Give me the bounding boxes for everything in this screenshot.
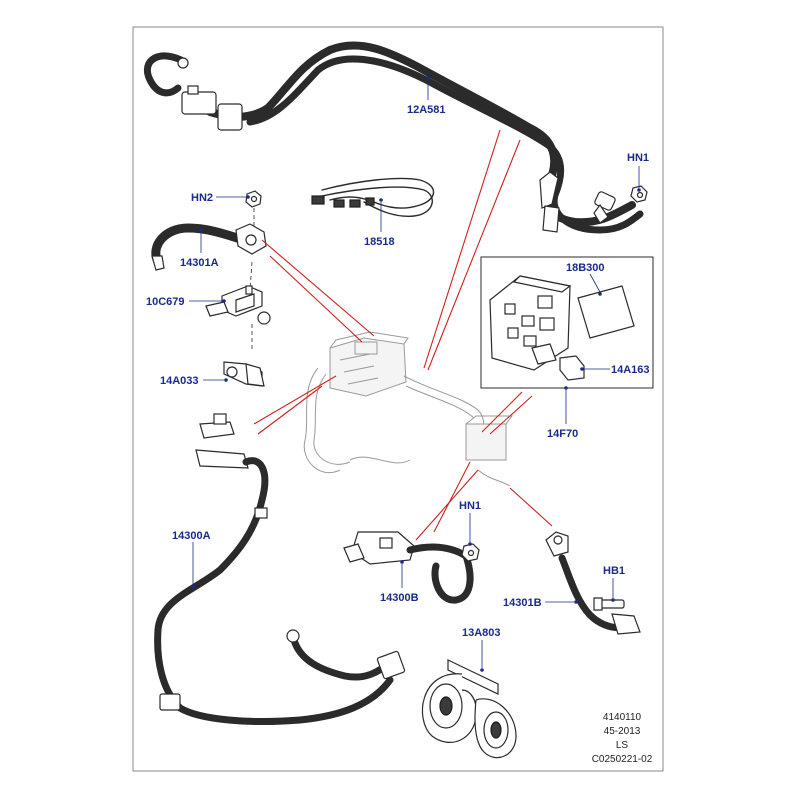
hn2-nut[interactable] bbox=[245, 190, 262, 208]
callout-hn2[interactable]: HN2 bbox=[191, 192, 250, 204]
assembly-axis bbox=[249, 208, 255, 352]
callout-18518[interactable]: 18518 bbox=[364, 198, 395, 248]
footer-line-1: 4140110 bbox=[603, 712, 642, 723]
sensor-10C679[interactable] bbox=[205, 285, 271, 325]
svg-text:14F70: 14F70 bbox=[547, 428, 578, 440]
reference-block: 4140110 45-2013 LS C0250221-02 bbox=[592, 712, 653, 765]
svg-text:HN1: HN1 bbox=[627, 152, 649, 164]
svg-text:14A163: 14A163 bbox=[611, 364, 650, 376]
cable-14301B[interactable] bbox=[545, 531, 641, 635]
callout-13A803[interactable]: 13A803 bbox=[462, 627, 501, 672]
callout-18B300[interactable]: 18B300 bbox=[566, 262, 605, 296]
callout-14F70[interactable]: 14F70 bbox=[547, 386, 578, 440]
svg-text:13A803: 13A803 bbox=[462, 627, 501, 639]
cable-14301A[interactable] bbox=[151, 223, 267, 271]
hn1-nut-mid[interactable] bbox=[461, 543, 480, 562]
svg-text:HB1: HB1 bbox=[603, 565, 625, 577]
harness-18518[interactable] bbox=[311, 177, 435, 218]
footer-line-4: C0250221-02 bbox=[592, 754, 653, 765]
callout-12A581[interactable]: 12A581 bbox=[407, 76, 446, 116]
red-leaders bbox=[253, 129, 553, 541]
hn1-nut-top[interactable] bbox=[630, 185, 648, 203]
connector-14A163[interactable] bbox=[559, 355, 585, 381]
svg-text:18518: 18518 bbox=[364, 236, 395, 248]
callout-10C679[interactable]: 10C679 bbox=[146, 296, 226, 308]
diagram-frame bbox=[132, 26, 664, 772]
hb1-bolt[interactable] bbox=[593, 597, 625, 611]
svg-text:10C679: 10C679 bbox=[146, 296, 185, 308]
svg-text:HN2: HN2 bbox=[191, 192, 213, 204]
footer-line-3: LS bbox=[616, 740, 629, 751]
callout-hb1[interactable]: HB1 bbox=[603, 565, 625, 602]
callout-hn1-mid[interactable]: HN1 bbox=[459, 500, 481, 546]
callout-14301B[interactable]: 14301B bbox=[503, 597, 578, 609]
callout-14A163[interactable]: 14A163 bbox=[580, 364, 650, 376]
footer-line-2: 45-2013 bbox=[604, 726, 641, 737]
cable-14300A[interactable] bbox=[154, 413, 406, 725]
svg-text:14301B: 14301B bbox=[503, 597, 542, 609]
callout-14301A[interactable]: 14301A bbox=[180, 228, 219, 269]
callout-14A033[interactable]: 14A033 bbox=[160, 375, 228, 387]
module-18B300[interactable] bbox=[577, 285, 635, 339]
svg-text:14A033: 14A033 bbox=[160, 375, 199, 387]
clamp-14A033[interactable] bbox=[223, 361, 265, 387]
svg-text:14300B: 14300B bbox=[380, 592, 419, 604]
svg-text:14300A: 14300A bbox=[172, 530, 211, 542]
callout-hn1-top[interactable]: HN1 bbox=[627, 152, 649, 192]
callout-14300B[interactable]: 14300B bbox=[380, 560, 419, 604]
vehicle-context-ghost bbox=[303, 331, 513, 487]
horn-13A803[interactable] bbox=[421, 659, 517, 759]
cable-14300B[interactable] bbox=[343, 531, 474, 604]
svg-text:14301A: 14301A bbox=[180, 257, 219, 269]
battery-cable-12A581[interactable] bbox=[144, 41, 644, 234]
callout-14300A[interactable]: 14300A bbox=[172, 530, 211, 589]
svg-text:18B300: 18B300 bbox=[566, 262, 605, 274]
svg-text:HN1: HN1 bbox=[459, 500, 481, 512]
svg-text:12A581: 12A581 bbox=[407, 104, 446, 116]
